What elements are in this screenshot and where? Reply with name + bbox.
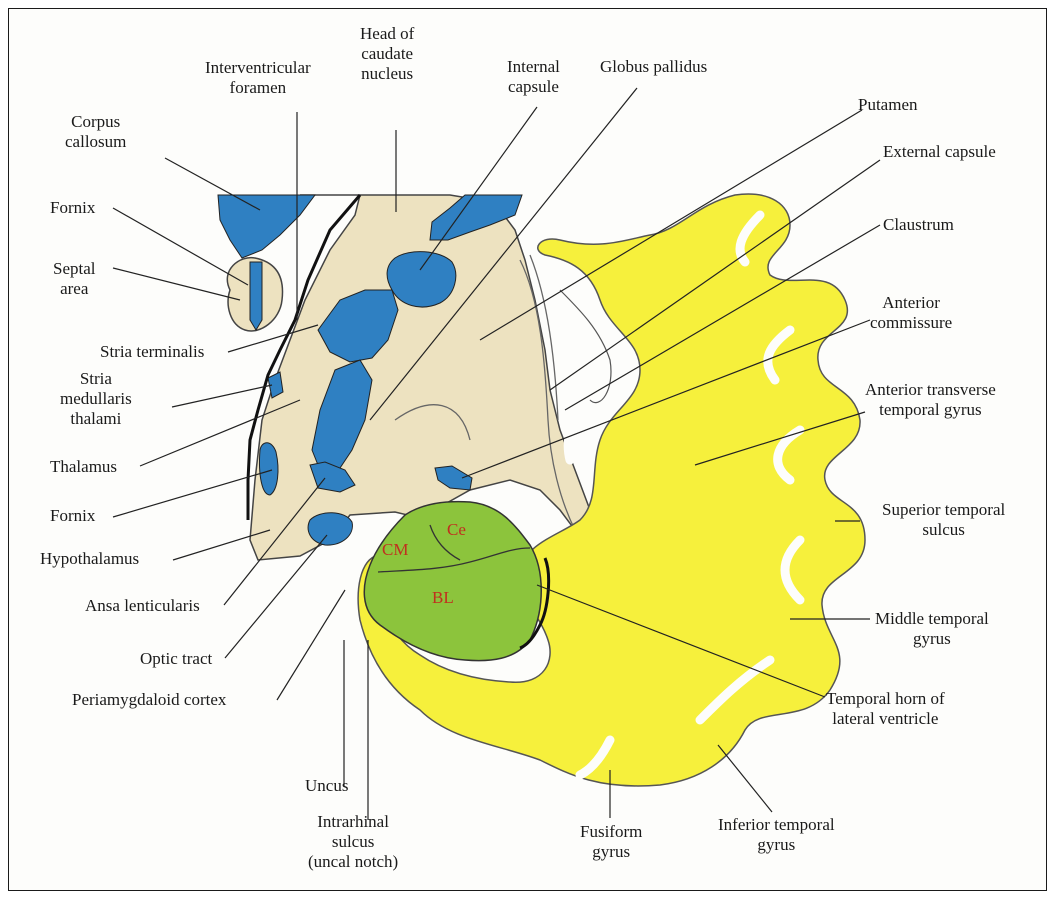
- corpus-callosum-shape: [218, 195, 315, 258]
- label-middle-temporal-gyrus: Middle temporal gyrus: [875, 609, 989, 649]
- fornix-top-blue: [250, 262, 262, 330]
- nucleus-cm-label: CM: [382, 540, 408, 560]
- label-temporal-horn: Temporal horn of lateral ventricle: [826, 689, 945, 729]
- label-periamygdaloid: Periamygdaloid cortex: [72, 690, 226, 710]
- label-globus-pallidus: Globus pallidus: [600, 57, 707, 77]
- label-external-capsule: External capsule: [883, 142, 996, 162]
- label-hypothalamus: Hypothalamus: [40, 549, 139, 569]
- label-uncus: Uncus: [305, 776, 348, 796]
- label-stria-terminalis: Stria terminalis: [100, 342, 204, 362]
- label-anterior-commissure: Anterior commissure: [870, 293, 952, 333]
- fornix-bottom-blue: [259, 443, 278, 495]
- label-internal-capsule: Internal capsule: [507, 57, 560, 97]
- label-optic-tract: Optic tract: [140, 649, 212, 669]
- label-ansa-lenticularis: Ansa lenticularis: [85, 596, 200, 616]
- label-septal-area: Septal area: [53, 259, 96, 299]
- label-fornix-bottom: Fornix: [50, 506, 95, 526]
- nucleus-bl-label: BL: [432, 588, 454, 608]
- label-head-caudate: Head of caudate nucleus: [360, 24, 414, 84]
- label-interventricular-foramen: Interventricular foramen: [205, 58, 311, 98]
- label-fornix-top: Fornix: [50, 198, 95, 218]
- label-thalamus: Thalamus: [50, 457, 117, 477]
- label-superior-temporal-sulcus: Superior temporal sulcus: [882, 500, 1005, 540]
- label-claustrum: Claustrum: [883, 215, 954, 235]
- optic-tract-blue: [308, 513, 352, 545]
- label-corpus-callosum: Corpus callosum: [65, 112, 126, 152]
- label-putamen: Putamen: [858, 95, 918, 115]
- label-inferior-temporal: Inferior temporal gyrus: [718, 815, 835, 855]
- label-fusiform: Fusiform gyrus: [580, 822, 642, 862]
- nucleus-ce-label: Ce: [447, 520, 466, 540]
- label-intrarhinal: Intrarhinal sulcus (uncal notch): [308, 812, 398, 872]
- label-stria-medullaris: Stria medullaris thalami: [60, 369, 132, 429]
- label-anterior-transverse: Anterior transverse temporal gyrus: [865, 380, 996, 420]
